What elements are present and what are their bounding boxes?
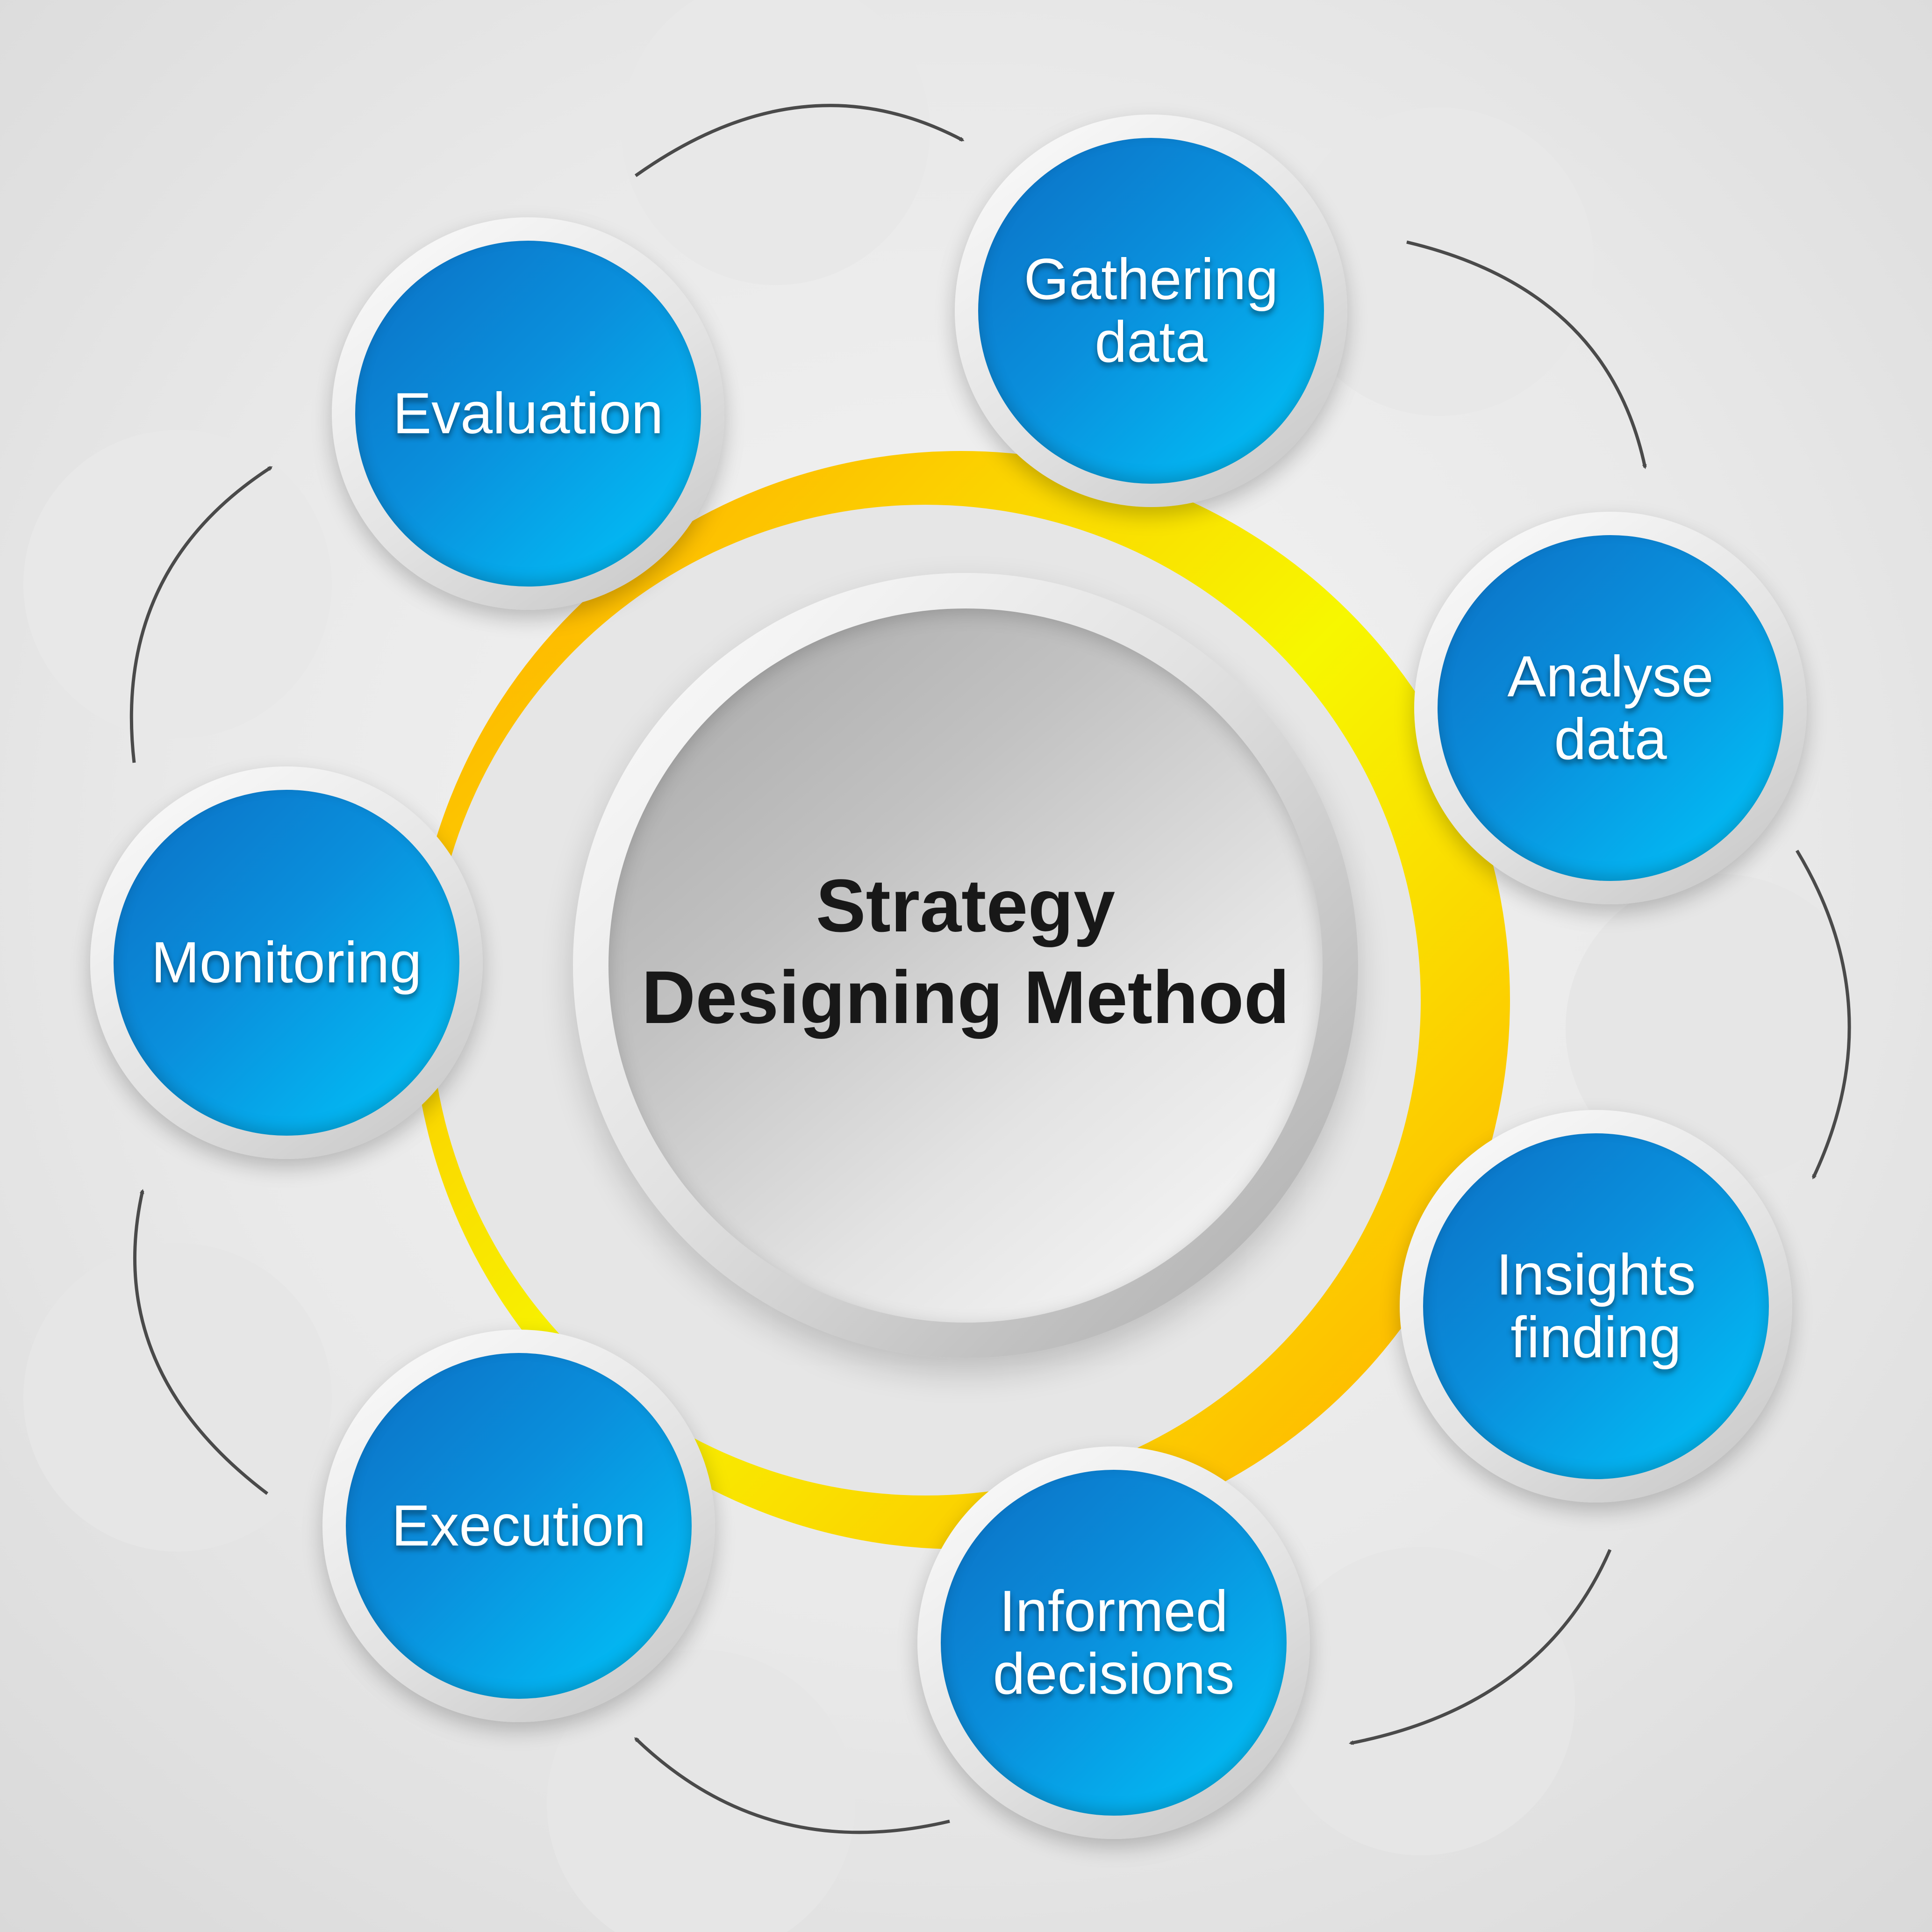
band-cutout — [1267, 1547, 1575, 1855]
step-label: Evaluation — [393, 381, 664, 446]
step-circle: Monitoring — [114, 790, 459, 1136]
flow-arrow — [1349, 1549, 1612, 1745]
step-informed-decisions: Informed decisions — [917, 1446, 1310, 1839]
step-circle: Insights finding — [1423, 1133, 1769, 1479]
step-circle: Gathering data — [978, 138, 1324, 484]
step-evaluation: Evaluation — [332, 217, 724, 610]
diagram-title-line-1: Strategy — [816, 864, 1116, 947]
step-label: Execution — [391, 1494, 646, 1558]
band-cutout — [622, 0, 930, 285]
step-insights-finding: Insights finding — [1400, 1110, 1792, 1503]
step-circle: Informed decisions — [941, 1470, 1287, 1816]
step-circle: Evaluation — [355, 241, 701, 587]
center-circle — [608, 608, 1323, 1323]
flow-arrow — [133, 1189, 269, 1495]
flow-arrow — [634, 104, 965, 177]
step-circle: Execution — [346, 1353, 692, 1699]
step-label: Analyse data — [1507, 644, 1714, 772]
diagram-title-line-2: Designing Method — [641, 955, 1290, 1039]
step-analyse-data: Analyse data — [1414, 512, 1807, 904]
diagram-title: Strategy Designing Method — [608, 860, 1323, 1043]
band-cutout — [1285, 107, 1594, 416]
step-gathering-data: Gathering data — [955, 114, 1347, 507]
step-execution: Execution — [322, 1330, 715, 1722]
flow-arrow — [129, 466, 273, 763]
band-cutout — [23, 430, 332, 738]
band-cutout — [23, 1243, 332, 1552]
band-cutout — [1566, 874, 1874, 1182]
step-label: Monitoring — [151, 930, 422, 995]
flow-arrow — [1796, 850, 1851, 1180]
step-label: Insights finding — [1496, 1243, 1696, 1370]
step-label: Gathering data — [1023, 247, 1279, 374]
flow-arrow — [634, 1737, 950, 1834]
step-monitoring: Monitoring — [90, 766, 483, 1159]
step-label: Informed decisions — [993, 1579, 1235, 1706]
flow-arrow — [1406, 240, 1647, 469]
step-circle: Analyse data — [1438, 535, 1783, 881]
